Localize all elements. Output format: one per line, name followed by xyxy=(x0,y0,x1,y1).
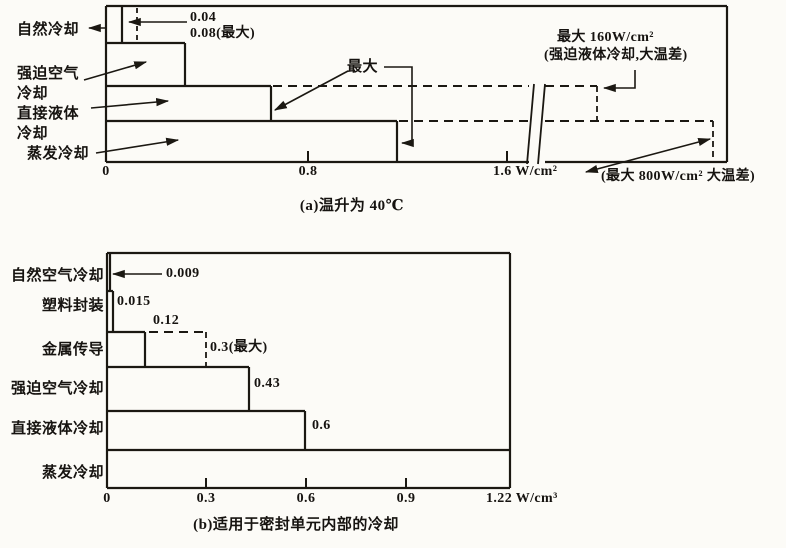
b-value-label-03-max: 0.3(最大) xyxy=(210,340,268,355)
b-row-label-natural-air: 自然空气冷却 xyxy=(10,268,104,284)
b-x-tick-03: 0.3 xyxy=(196,491,216,506)
a-row-label-natural-cooling: 自然冷却 xyxy=(17,22,80,38)
b-value-label-043: 0.43 xyxy=(254,376,281,391)
a-max-bracket-arrow xyxy=(384,66,414,148)
b-row-label-direct-liquid: 直接液体冷却 xyxy=(10,421,104,437)
a-max-marker-label: 最大 xyxy=(347,59,379,75)
a-x-tick-16-unit: 1.6 W/cm² xyxy=(493,164,558,179)
b-x-tick-122-unit: 1.22 W/cm³ xyxy=(486,491,558,506)
b-row-label-metal-conduction: 金属传导 xyxy=(41,342,104,358)
b-row-label-evaporative: 蒸发冷却 xyxy=(41,465,104,481)
a-value-label-004: 0.04 xyxy=(190,10,217,25)
a-axis-ticks xyxy=(307,151,508,162)
a-caption: (a)温升为 40℃ xyxy=(299,198,405,214)
a-frame xyxy=(104,4,729,164)
a-annotation-800-max: (最大 800W/cm² 大温差) xyxy=(601,169,756,184)
a-leader-direct-liquid-arrow xyxy=(90,97,170,109)
b-axis-ticks xyxy=(205,478,407,488)
a-annotation-160-line2: (强迫液体冷却,大温差) xyxy=(544,48,688,63)
a-leader-evap-arrow xyxy=(95,137,180,154)
a-x-tick-0: 0 xyxy=(102,164,110,179)
chart-a-lines xyxy=(83,4,729,173)
a-leader-forced-air-arrow xyxy=(83,61,148,81)
a-800-double-arrow xyxy=(584,138,712,173)
b-value-label-06: 0.6 xyxy=(312,418,331,433)
a-row-label-forced-air-cooling: 强迫空气冷却 xyxy=(17,66,80,102)
a-annotation-160-line1: 最大 160W/cm² xyxy=(557,30,654,45)
b-bars-staircase xyxy=(107,253,510,452)
a-bars-staircase xyxy=(106,6,399,162)
a-row-label-evaporative-cooling: 蒸发冷却 xyxy=(27,146,90,162)
b-value-label-0015: 0.015 xyxy=(117,294,151,309)
b-x-tick-06: 0.6 xyxy=(296,491,316,506)
b-value-label-0009: 0.009 xyxy=(166,266,200,281)
a-160-bracket-arrow xyxy=(602,70,636,93)
a-row-label-direct-liquid-cooling: 直接液体冷却 xyxy=(17,106,80,142)
b-x-tick-0: 0 xyxy=(103,491,111,506)
b-caption: (b)适用于密封单元内部的冷却 xyxy=(193,517,399,533)
b-row-label-forced-air: 强迫空气冷却 xyxy=(10,381,104,397)
chart-b-lines xyxy=(105,251,512,490)
b-value-label-012: 0.12 xyxy=(153,313,180,328)
a-axis-break-marks xyxy=(526,83,546,165)
b-x-tick-09: 0.9 xyxy=(396,491,416,506)
b-frame xyxy=(105,251,512,490)
a-x-tick-08: 0.8 xyxy=(298,164,318,179)
a-max-diagonal-arrow xyxy=(273,70,349,111)
b-row-label-plastic-package: 塑料封装 xyxy=(41,298,104,314)
a-value-label-008-max: 0.08(最大) xyxy=(190,26,256,41)
